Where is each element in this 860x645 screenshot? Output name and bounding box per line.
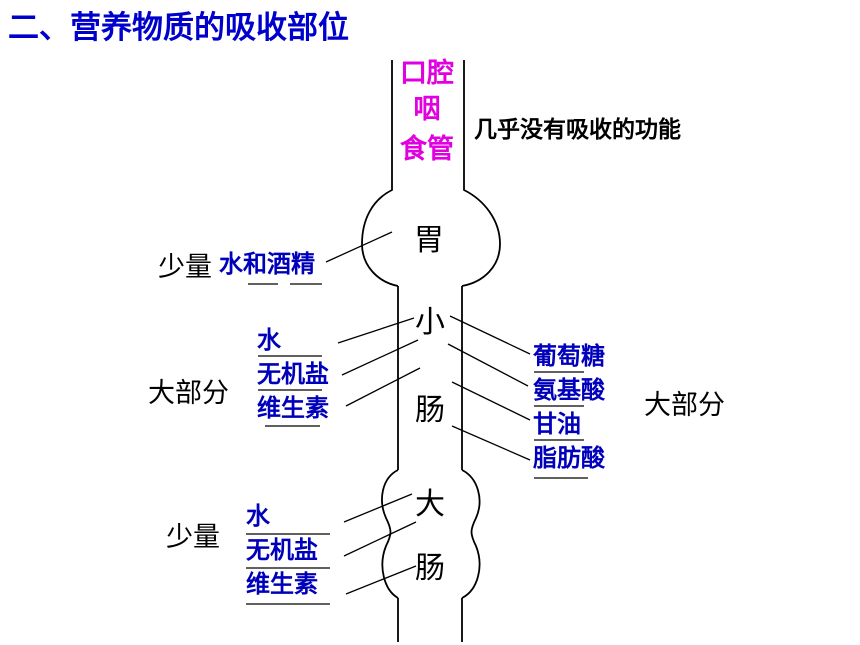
stomach-nutrient-water-alcohol: 水和酒精 bbox=[219, 250, 315, 278]
organ-label-esophagus: 食管 bbox=[400, 133, 454, 165]
large-intestine-nutrient-water: 水 bbox=[246, 502, 271, 530]
large-intestine-leader-1 bbox=[343, 493, 413, 523]
large-intestine-nutrient-vitamins: 维生素 bbox=[246, 570, 318, 598]
small-intestine-right-nutrient-glucose: 葡萄糖 bbox=[532, 342, 605, 370]
large-intestine-nutrient-minerals: 无机盐 bbox=[246, 536, 318, 564]
digestive-tract-outline bbox=[361, 60, 501, 642]
small-intestine-left-nutrient-water: 水 bbox=[257, 326, 282, 354]
large-intestine-outline bbox=[381, 469, 481, 599]
page-title: 二、营养物质的吸收部位 bbox=[8, 10, 349, 46]
organ-label-small-2: 肠 bbox=[415, 393, 445, 428]
organ-label-stomach: 胃 bbox=[414, 223, 444, 258]
small-intestine-right-nutrient-amino-acids: 氨基酸 bbox=[533, 376, 606, 404]
stomach-leader-line bbox=[325, 231, 393, 263]
upper-organ-labels: 口腔 咽 食管 bbox=[400, 58, 454, 165]
stomach-amount-label: 少量 bbox=[158, 252, 212, 283]
large-intestine-leader-2 bbox=[343, 521, 417, 557]
small-intestine-left-nutrient-vitamins: 维生素 bbox=[257, 394, 329, 422]
large-intestine-amount: 少量 bbox=[166, 522, 220, 553]
large-intestine-leader-3 bbox=[345, 565, 417, 595]
small-intestine-right-leader-3 bbox=[451, 381, 531, 421]
stomach-outline bbox=[361, 176, 501, 287]
small-intestine-left-leader-1 bbox=[337, 317, 415, 344]
small-intestine-right-leader-2 bbox=[447, 343, 529, 387]
small-intestine-right-nutrient-glycerol: 甘油 bbox=[533, 410, 581, 438]
organ-label-large-1: 大 bbox=[415, 487, 445, 522]
small-intestine-left-nutrient-minerals: 无机盐 bbox=[257, 360, 329, 388]
small-intestine-left-amount: 大部分 bbox=[148, 378, 229, 409]
small-intestine-left-leader-2 bbox=[341, 339, 419, 376]
small-intestine-left-leader-3 bbox=[345, 367, 421, 407]
small-intestine-right-amount: 大部分 bbox=[644, 390, 725, 421]
small-intestine-right-leader-1 bbox=[449, 315, 531, 355]
small-intestine-right-leader-4 bbox=[451, 425, 531, 461]
organ-label-small-1: 小 bbox=[415, 305, 445, 340]
organ-label-mouth: 口腔 bbox=[400, 58, 454, 89]
small-intestine-right-nutrient-fatty-acids: 脂肪酸 bbox=[533, 444, 606, 472]
organ-label-pharynx: 咽 bbox=[414, 94, 441, 125]
organ-label-large-2: 肠 bbox=[415, 551, 445, 586]
upper-absorption-note: 几乎没有吸收的功能 bbox=[474, 116, 681, 143]
